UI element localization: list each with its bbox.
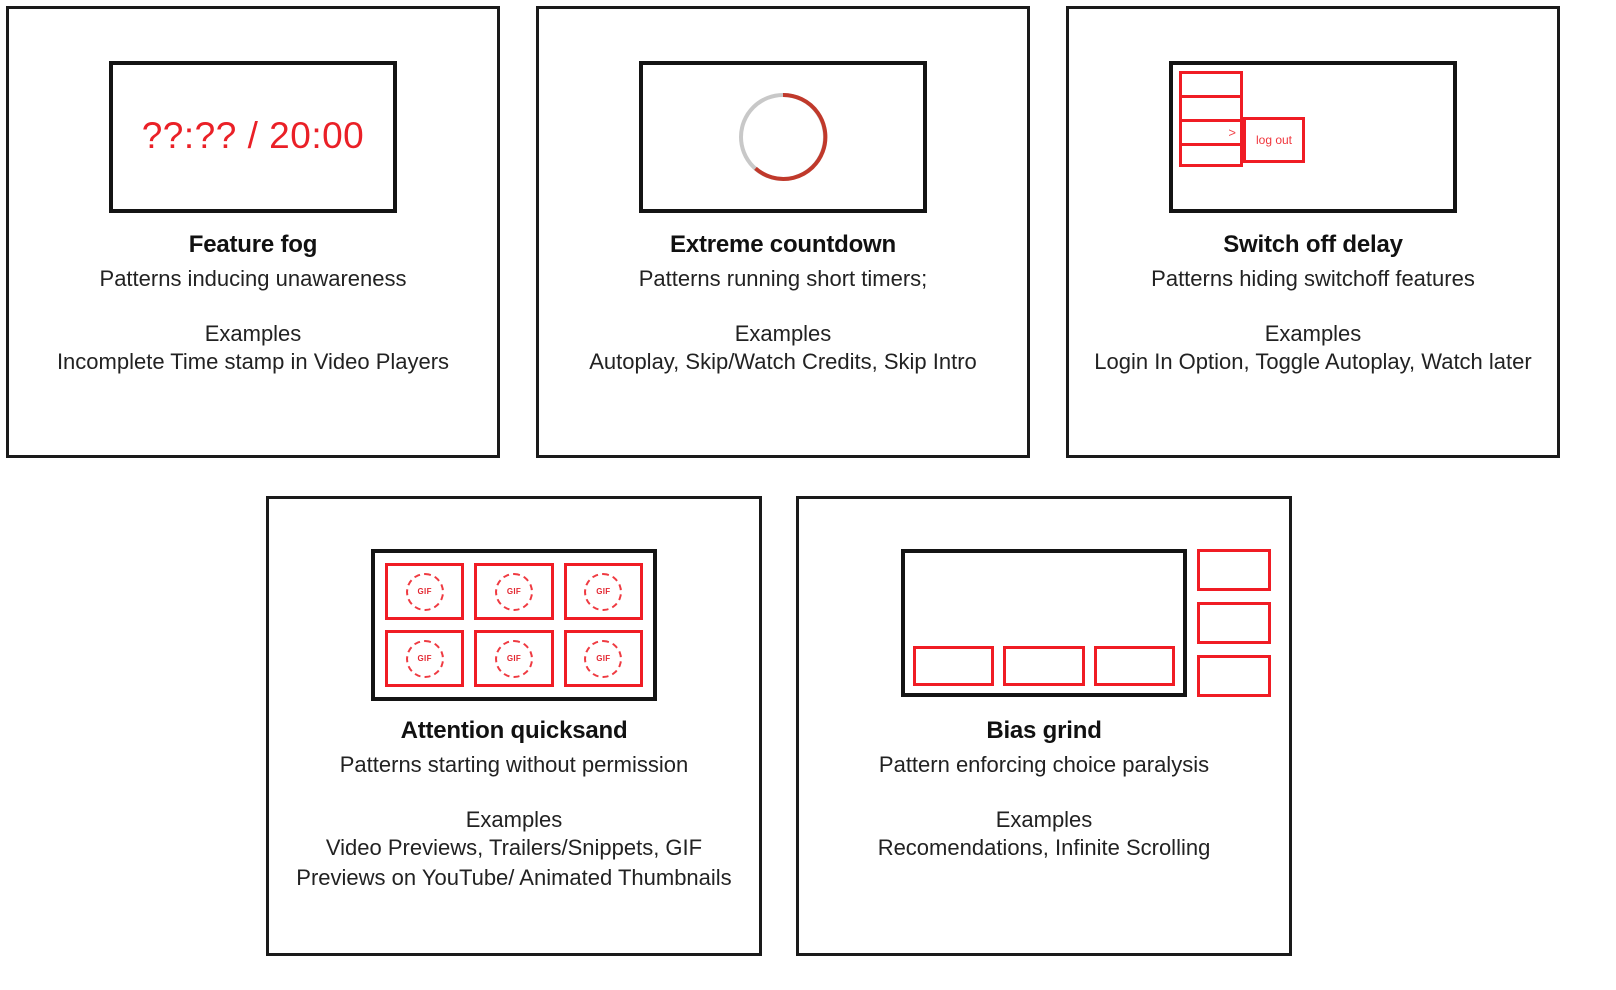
examples-text: Autoplay, Skip/Watch Credits, Skip Intro	[589, 349, 977, 374]
menu-row	[1179, 143, 1243, 167]
card-description: Patterns running short timers;	[638, 266, 928, 291]
gif-circle-icon: GIF	[494, 572, 533, 611]
gif-thumbnail-tile: GIF	[474, 563, 554, 620]
countdown-ring-icon	[737, 91, 829, 183]
examples-text: Video Previews, Trailers/Snippets, GIF P…	[296, 835, 732, 890]
gif-circle-icon: GIF	[405, 639, 444, 678]
video-player-screen	[639, 61, 927, 213]
examples-label: Examples	[734, 321, 832, 346]
feed-recommendation-box	[1003, 646, 1085, 686]
gif-label: GIF	[596, 654, 611, 663]
card-description: Patterns starting without permission	[339, 752, 689, 777]
feed-side-recommendation-box	[1197, 549, 1271, 591]
illustration-feature-fog: ??:?? / 20:00	[9, 61, 497, 213]
gif-thumbnail-tile: GIF	[385, 563, 465, 620]
examples-label: Examples	[1264, 321, 1362, 346]
card-switch-off-delay: > log out Switch off delay Patterns hidi…	[1066, 6, 1560, 458]
gif-thumbnail-tile: GIF	[563, 630, 643, 687]
gif-label: GIF	[417, 654, 432, 663]
thumbnail-grid-screen: GIF GIF GIF GIF	[371, 549, 657, 701]
menu-row	[1179, 71, 1243, 95]
card-description: Pattern enforcing choice paralysis	[878, 752, 1210, 777]
examples-text: Recomendations, Infinite Scrolling	[877, 835, 1211, 860]
card-title: Bias grind	[986, 717, 1102, 744]
feed-side-recommendation-box	[1197, 602, 1271, 644]
card-text-feature-fog: Feature fog Patterns inducing unawarenes…	[19, 231, 487, 377]
illustration-extreme-countdown	[539, 61, 1027, 213]
card-text-attention-quicksand: Attention quicksand Patterns starting wi…	[279, 717, 749, 893]
card-text-bias-grind: Bias grind Pattern enforcing choice para…	[809, 717, 1279, 863]
illustration-bias-grind	[799, 549, 1289, 697]
card-title: Feature fog	[188, 231, 318, 258]
feed-recommendation-box	[913, 646, 995, 686]
gif-circle-icon: GIF	[584, 639, 623, 678]
chevron-right-icon: >	[1228, 124, 1236, 140]
examples-label: Examples	[204, 321, 302, 346]
gif-thumbnail-tile: GIF	[563, 563, 643, 620]
gif-label: GIF	[506, 654, 522, 663]
feed-bottom-row	[913, 646, 1175, 686]
feed-side-recommendation-box	[1197, 655, 1271, 697]
card-text-switch-off-delay: Switch off delay Patterns hiding switcho…	[1079, 231, 1547, 377]
gif-thumbnail-tile: GIF	[385, 630, 465, 687]
gif-label: GIF	[506, 587, 522, 596]
app-screen: > log out	[1169, 61, 1457, 213]
gif-label: GIF	[417, 587, 432, 596]
gif-grid: GIF GIF GIF GIF	[385, 563, 643, 687]
gif-circle-icon: GIF	[584, 572, 623, 611]
video-timestamp-label: ??:?? / 20:00	[141, 115, 365, 157]
video-player-screen: ??:?? / 20:00	[109, 61, 397, 213]
card-attention-quicksand: GIF GIF GIF GIF	[266, 496, 762, 956]
card-title: Attention quicksand	[400, 717, 628, 744]
gif-label: GIF	[596, 587, 611, 596]
feed-side-column	[1197, 549, 1271, 697]
feed-screen	[901, 549, 1187, 697]
feed-illustration	[901, 549, 1271, 697]
countdown-ring-svg	[739, 92, 828, 181]
gif-circle-icon: GIF	[494, 639, 533, 678]
menu-row	[1179, 95, 1243, 119]
settings-menu: >	[1179, 71, 1243, 167]
card-title: Extreme countdown	[670, 231, 896, 258]
illustration-switch-off-delay: > log out	[1069, 61, 1557, 213]
card-title: Switch off delay	[1223, 231, 1403, 258]
logout-submenu: log out	[1243, 117, 1305, 163]
logout-label: log out	[1255, 133, 1293, 147]
menu-row-with-submenu: >	[1179, 119, 1243, 143]
card-bias-grind: Bias grind Pattern enforcing choice para…	[796, 496, 1292, 956]
card-description: Patterns hiding switchoff features	[1151, 266, 1475, 291]
gif-thumbnail-tile: GIF	[474, 630, 554, 687]
gif-circle-icon: GIF	[405, 572, 444, 611]
card-extreme-countdown: Extreme countdown Patterns running short…	[536, 6, 1030, 458]
examples-text: Incomplete Time stamp in Video Players	[56, 349, 450, 374]
illustration-attention-quicksand: GIF GIF GIF GIF	[269, 549, 759, 701]
examples-text: Login In Option, Toggle Autoplay, Watch …	[1094, 349, 1532, 374]
card-feature-fog: ??:?? / 20:00 Feature fog Patterns induc…	[6, 6, 500, 458]
feed-recommendation-box	[1093, 646, 1175, 686]
examples-label: Examples	[995, 807, 1093, 832]
card-text-extreme-countdown: Extreme countdown Patterns running short…	[549, 231, 1017, 377]
examples-label: Examples	[465, 807, 563, 832]
card-description: Patterns inducing unawareness	[99, 266, 407, 291]
